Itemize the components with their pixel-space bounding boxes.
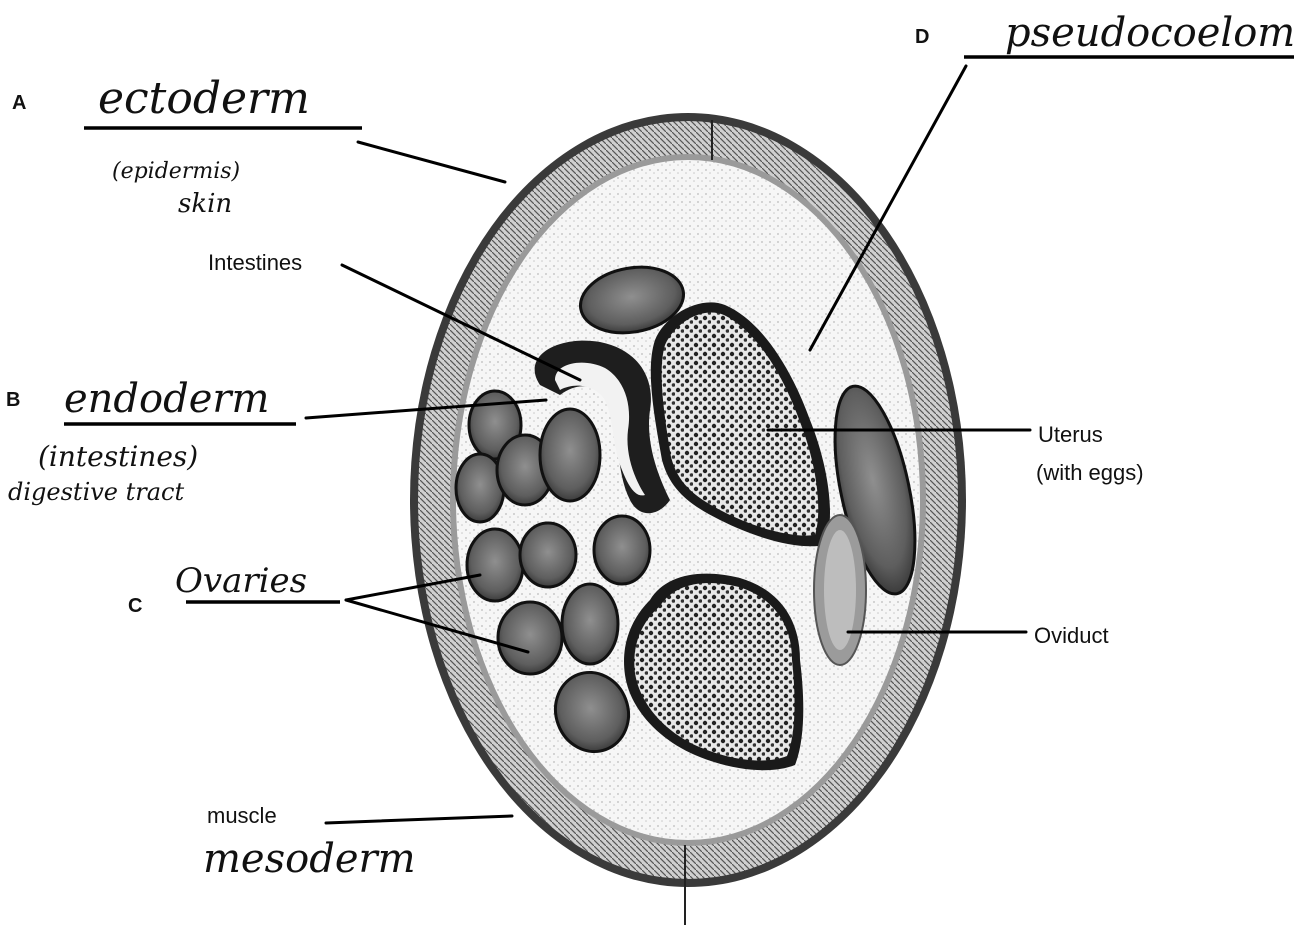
answer-a-note-2: skin	[178, 189, 232, 219]
label-uterus-eggs: (with eggs)	[1036, 460, 1144, 485]
label-muscle: muscle	[207, 803, 277, 828]
answer-c: Ovaries	[175, 561, 307, 601]
ovary	[520, 523, 576, 587]
answer-a-note-1: (epidermis)	[112, 159, 240, 184]
ovary	[467, 529, 523, 601]
ovary	[540, 409, 600, 501]
answer-b-note-1: (intestines)	[38, 440, 198, 473]
answer-b-note-2: digestive tract	[8, 478, 185, 506]
letter-a: A	[12, 92, 26, 114]
letter-c: C	[128, 595, 142, 617]
answer-a: ectoderm	[98, 73, 310, 124]
leader-muscle	[326, 816, 512, 823]
label-intestines: Intestines	[208, 250, 302, 275]
label-uterus: Uterus	[1038, 422, 1103, 447]
ovary	[498, 602, 562, 674]
letter-d: D	[915, 26, 929, 48]
answer-muscle: mesoderm	[203, 836, 416, 882]
answer-d: pseudocoelom	[1005, 10, 1295, 56]
letter-b: B	[6, 389, 20, 411]
ovary	[594, 516, 650, 584]
ovary	[562, 584, 618, 664]
label-oviduct: Oviduct	[1034, 623, 1109, 648]
oviduct	[814, 515, 866, 665]
leader-a	[358, 142, 505, 182]
answer-b: endoderm	[64, 376, 269, 422]
